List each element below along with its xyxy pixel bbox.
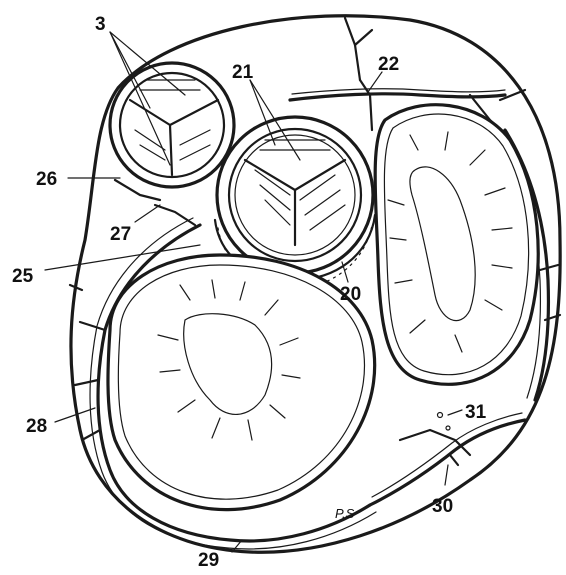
label-20: 20: [340, 284, 361, 305]
pulmonary-valve: [110, 63, 234, 187]
aortic-valve: [217, 117, 373, 273]
label-21: 21: [232, 62, 254, 83]
label-25: 25: [12, 266, 34, 287]
label-3: 3: [95, 14, 106, 35]
tricuspid-valve: [375, 105, 538, 385]
label-31: 31: [465, 402, 487, 423]
label-28: 28: [26, 416, 47, 437]
artist-signature: P.S: [335, 506, 355, 521]
label-30: 30: [432, 496, 453, 517]
label-27: 27: [110, 224, 131, 245]
label-29: 29: [198, 550, 219, 571]
label-22: 22: [378, 54, 399, 75]
label-26: 26: [36, 169, 57, 190]
